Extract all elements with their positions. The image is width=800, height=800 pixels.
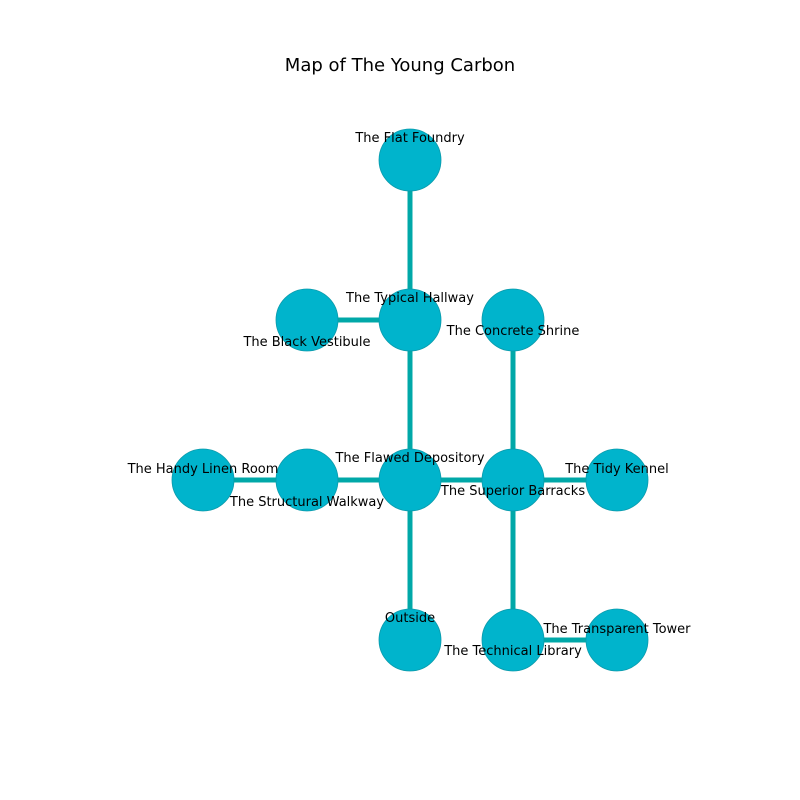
map-title: Map of The Young Carbon: [284, 55, 516, 76]
room-label-transparent-tower: The Transparent Tower: [542, 622, 691, 637]
room-node-typical-hallway: [378, 288, 442, 352]
room-label-superior-barracks: The Superior Barracks: [440, 484, 585, 499]
room-label-typical-hallway: The Typical Hallway: [345, 291, 474, 306]
room-label-tidy-kennel: The Tidy Kennel: [564, 462, 669, 477]
room-node-structural-walkway: [275, 448, 339, 512]
room-node-outside: [378, 608, 442, 672]
room-label-technical-library: The Technical Library: [443, 644, 582, 659]
room-label-outside: Outside: [385, 611, 435, 626]
room-node-concrete-shrine: [481, 288, 545, 352]
room-node-technical-library: [481, 608, 545, 672]
room-label-flat-foundry: The Flat Foundry: [354, 131, 465, 146]
room-node-tidy-kennel: [585, 448, 649, 512]
room-node-flawed-depository: [378, 448, 442, 512]
room-label-structural-walkway: The Structural Walkway: [229, 495, 385, 510]
room-label-black-vestibule: The Black Vestibule: [242, 335, 370, 350]
room-node-transparent-tower: [585, 608, 649, 672]
rooms-layer: [171, 128, 649, 672]
room-node-superior-barracks: [481, 448, 545, 512]
room-node-handy-linen-room: [171, 448, 235, 512]
room-label-handy-linen-room: The Handy Linen Room: [127, 462, 279, 477]
room-node-black-vestibule: [275, 288, 339, 352]
room-node-flat-foundry: [378, 128, 442, 192]
room-label-concrete-shrine: The Concrete Shrine: [446, 324, 580, 339]
room-label-flawed-depository: The Flawed Depository: [334, 451, 484, 466]
connections-layer: [203, 160, 617, 643]
